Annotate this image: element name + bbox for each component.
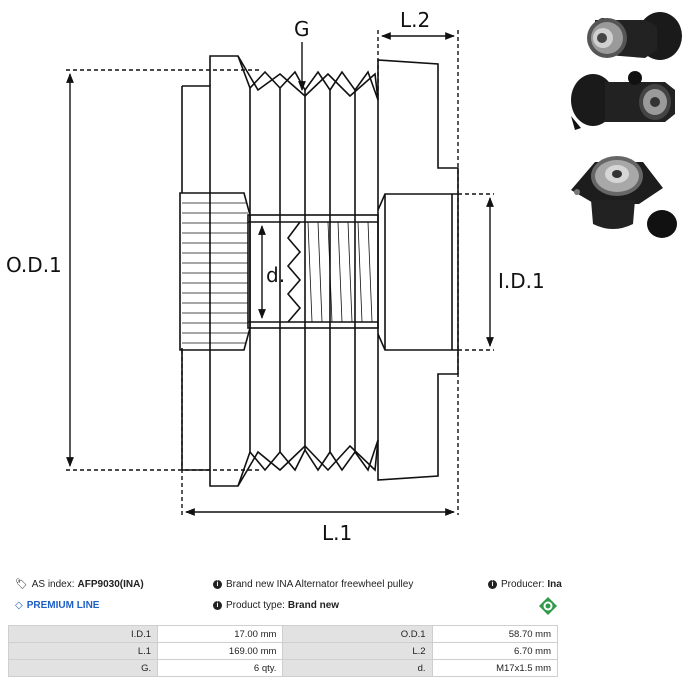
spec-key: I.D.1 (7, 625, 159, 643)
length2-label: L.2 (400, 8, 430, 32)
info-icon: i (213, 580, 222, 589)
as-index: 🏷︎ AS index: AFP9030(INA) (15, 579, 144, 590)
premium-line-text: PREMIUM LINE (26, 600, 100, 611)
inner-diameter-label: I.D.1 (498, 269, 545, 293)
diamond-icon: ◇ (15, 600, 23, 611)
product-type-value: Brand new (287, 600, 340, 611)
producer: i Producer: Ina (488, 579, 562, 590)
spec-value: 6 qty. (157, 659, 284, 677)
description: i Brand new INA Alternator freewheel pul… (213, 579, 413, 590)
info-icon: i (488, 580, 497, 589)
product-photo-2 (571, 71, 675, 130)
product-photo-3 (571, 156, 677, 238)
product-photo-1 (587, 12, 682, 60)
spec-table: I.D.1 17.00 mm O.D.1 58.70 mm L.1 169.00… (7, 625, 559, 677)
spec-key: d. (282, 659, 433, 677)
info-icon: i (213, 601, 222, 610)
spec-value: 6.70 mm (431, 642, 559, 660)
description-text: Brand new INA Alternator freewheel pulle… (226, 579, 414, 590)
table-row: I.D.1 17.00 mm O.D.1 58.70 mm (7, 625, 559, 643)
table-row: L.1 169.00 mm L.2 6.70 mm (7, 642, 559, 660)
producer-value: Ina (547, 579, 562, 590)
spec-key: G. (7, 659, 159, 677)
spec-key: L.2 (282, 642, 433, 660)
spec-key: L.1 (7, 642, 159, 660)
outer-diameter-label: O.D.1 (6, 253, 62, 277)
spec-value: 58.70 mm (431, 625, 559, 643)
spec-key: O.D.1 (282, 625, 433, 643)
as-index-value: AFP9030(INA) (77, 579, 144, 590)
product-type: i Product type: Brand new (213, 600, 339, 611)
spec-value: 17.00 mm (157, 625, 284, 643)
pulley-technical-drawing: G L.2 O.D.1 I.D.1 d. L.1 (6, 8, 545, 545)
spec-value: 169.00 mm (157, 642, 284, 660)
thread-diameter-label: d. (266, 263, 285, 287)
premium-line-badge: ◇ PREMIUM LINE (15, 600, 99, 611)
tag-icon: 🏷︎ (15, 579, 28, 590)
ina-logo-icon (539, 597, 557, 615)
producer-label: Producer: (501, 579, 545, 590)
product-type-label: Product type: (226, 600, 285, 611)
as-index-label: AS index: (31, 579, 75, 590)
spec-value: M17x1.5 mm (431, 659, 559, 677)
table-row: G. 6 qty. d. M17x1.5 mm (7, 659, 559, 677)
length1-label: L.1 (322, 521, 352, 545)
groove-label: G (294, 17, 310, 41)
